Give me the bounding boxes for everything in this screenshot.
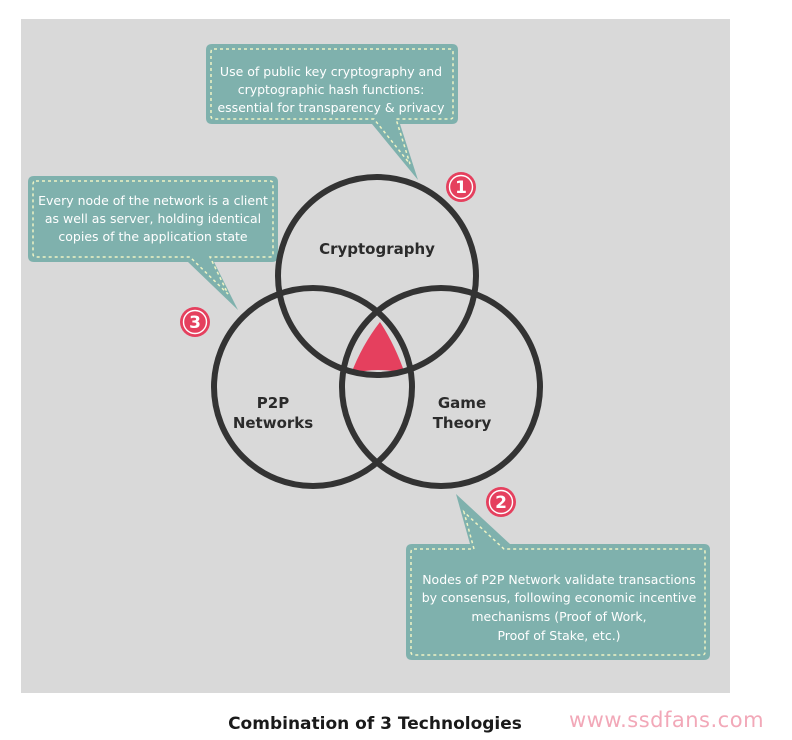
badge-2: 2 [486,487,516,517]
callout-cryptography-line1: Use of public key cryptography and [220,64,442,79]
callout-cryptography: Use of public key cryptography and crypt… [206,44,458,180]
badge-2-number: 2 [495,493,507,513]
callout-p2p-line1: Every node of the network is a client [38,193,268,208]
callout-game-theory-line2: by consensus, following economic incenti… [422,590,697,605]
badge-3-number: 3 [189,313,201,333]
callout-p2p-line2: as well as server, holding identical [45,211,261,226]
callout-game-theory-line4: Proof of Stake, etc.) [497,628,620,643]
cryptography-circle [275,174,479,378]
game-theory-circle [339,285,543,489]
figure-caption: Combination of 3 Technologies [228,714,522,734]
callout-p2p: Every node of the network is a client as… [28,176,278,310]
callout-p2p-dash [32,180,274,295]
game-theory-label-line2: Theory [433,414,492,432]
p2p-label-line1: P2P [257,394,289,412]
callout-game-theory-dash [410,509,706,656]
game-theory-label-line1: Game [438,394,486,412]
callout-cryptography-line2: cryptographic hash functions: [238,82,425,97]
badge-3: 3 [180,307,210,337]
cryptography-label: Cryptography [319,240,435,258]
callout-p2p-line3: copies of the application state [58,229,248,244]
callout-game-theory: Nodes of P2P Network validate transactio… [406,494,710,660]
venn-diagram: Use of public key cryptography and crypt… [28,44,710,660]
callout-game-theory-line3: mechanisms (Proof of Work, [471,609,646,624]
callout-cryptography-dash [210,48,454,165]
center-intersection [351,322,405,374]
p2p-networks-circle [211,285,415,489]
p2p-label-line2: Networks [233,414,313,432]
callout-cryptography-line3: essential for transparency & privacy [217,100,445,115]
callout-game-theory-line1: Nodes of P2P Network validate transactio… [422,572,696,587]
callout-game-theory-bubble [406,494,710,660]
badge-1-number: 1 [455,178,467,198]
callout-p2p-bubble [28,176,278,310]
badge-1: 1 [446,172,476,202]
watermark: www.ssdfans.com [569,708,765,732]
